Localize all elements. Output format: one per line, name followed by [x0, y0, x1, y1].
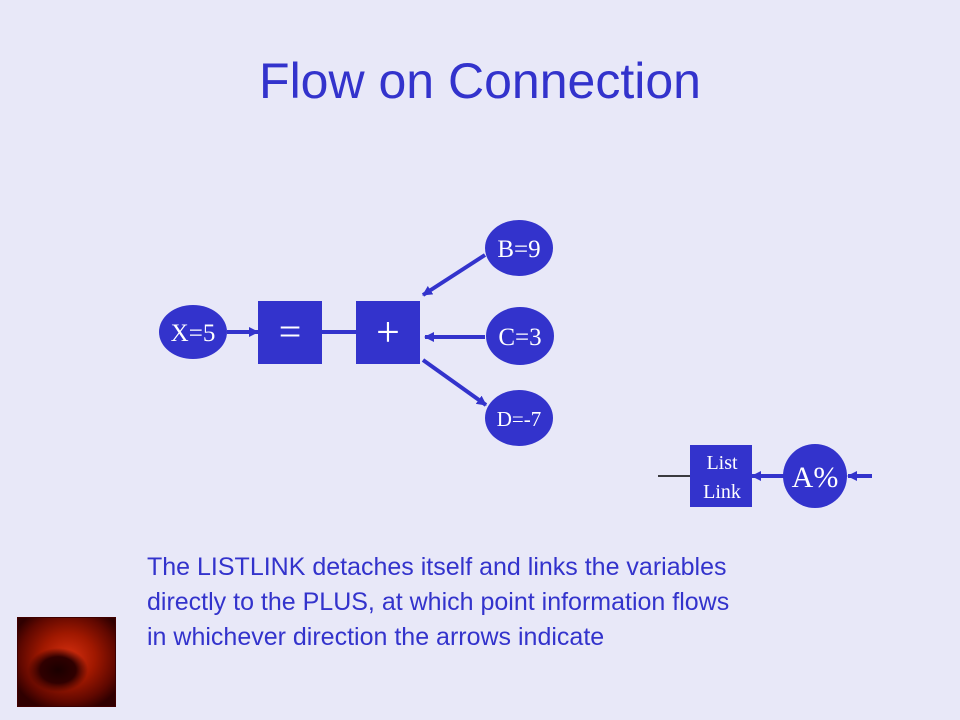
- node-x: X=5: [159, 305, 227, 359]
- node-c-label: C=3: [498, 324, 541, 351]
- node-a-percent: A%: [783, 444, 847, 508]
- node-x-label: X=5: [171, 320, 216, 347]
- node-equals-label: =: [279, 309, 302, 354]
- caption-line: in whichever direction the arrows indica…: [147, 623, 605, 651]
- arrow-b-to-plus: [421, 253, 487, 297]
- slide-title: Flow on Connection: [259, 53, 701, 109]
- node-c: C=3: [486, 307, 554, 365]
- list-link-label-line2: Link: [703, 481, 741, 503]
- node-list-link: List Link: [690, 445, 752, 507]
- node-d: D=-7: [485, 390, 553, 446]
- caption-line: directly to the PLUS, at which point inf…: [147, 588, 730, 616]
- node-plus: +: [356, 301, 420, 364]
- caption: The LISTLINK detaches itself and links t…: [147, 550, 907, 655]
- node-plus-label: +: [376, 310, 400, 356]
- node-equals: =: [258, 301, 322, 364]
- node-d-label: D=-7: [497, 407, 542, 431]
- caption-line: The LISTLINK detaches itself and links t…: [147, 553, 727, 581]
- node-b-label: B=9: [497, 236, 540, 263]
- node-a-percent-label: A%: [792, 461, 839, 494]
- node-b: B=9: [485, 220, 553, 276]
- arrow-plus-to-d: [421, 358, 488, 407]
- nebula-image: [17, 617, 116, 707]
- list-link-label-line1: List: [706, 452, 738, 474]
